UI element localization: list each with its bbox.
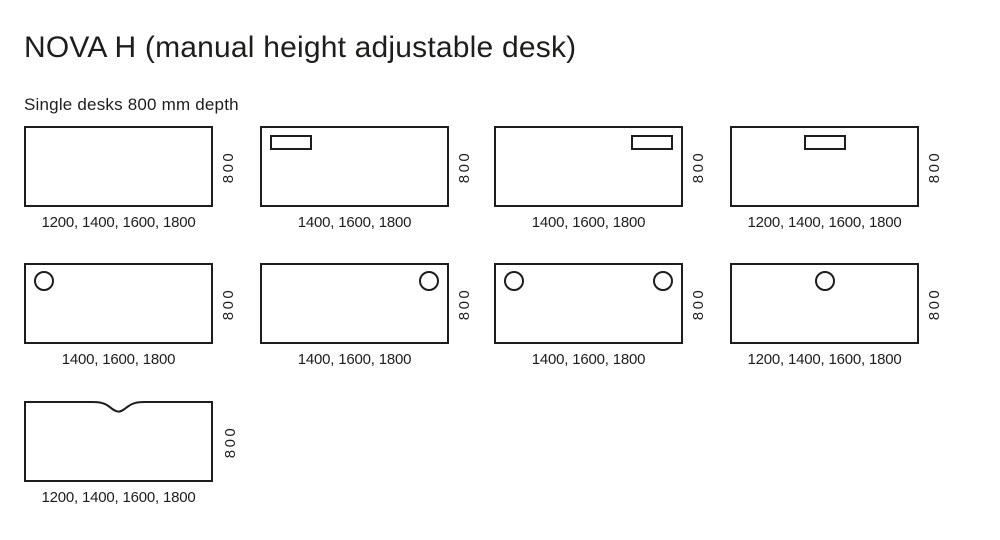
width-options-label: 1400, 1600, 1800 — [61, 351, 176, 368]
desk-variant: 800 1400, 1600, 1800 — [494, 126, 707, 231]
desk-top-view: 800 — [24, 263, 237, 344]
desk-variant: 800 1400, 1600, 1800 — [24, 263, 237, 368]
cable-tray-cutout — [631, 135, 673, 150]
desk-top-view: 800 — [24, 126, 237, 207]
cable-grommet — [419, 271, 439, 291]
depth-label: 800 — [222, 425, 240, 458]
width-options-label: 1200, 1400, 1600, 1800 — [747, 214, 902, 231]
width-options-label: 1400, 1600, 1800 — [531, 351, 646, 368]
desk-variant: 800 1400, 1600, 1800 — [260, 126, 473, 231]
desk-variant: 800 1400, 1600, 1800 — [494, 263, 707, 368]
depth-label: 800 — [220, 150, 238, 183]
desk-top-view: 800 — [494, 126, 707, 207]
desk-top-view: 800 — [730, 263, 943, 344]
desk-variant: 800 1200, 1400, 1600, 1800 — [730, 263, 943, 368]
cable-grommet — [814, 271, 835, 291]
width-options-label: 1200, 1400, 1600, 1800 — [41, 214, 196, 231]
depth-label: 800 — [220, 287, 238, 320]
width-options-label: 1400, 1600, 1800 — [531, 214, 646, 231]
desk-variant: 800 1200, 1400, 1600, 1800 — [24, 126, 237, 231]
width-options-label: 1200, 1400, 1600, 1800 — [747, 351, 902, 368]
depth-label: 800 — [926, 150, 944, 183]
page-title: NOVA H (manual height adjustable desk) — [24, 31, 577, 65]
depth-label: 800 — [926, 287, 944, 320]
depth-label: 800 — [690, 150, 708, 183]
depth-label: 800 — [456, 150, 474, 183]
desk-variant: 800 1200, 1400, 1600, 1800 — [730, 126, 943, 231]
desk-outline-path — [24, 401, 213, 482]
cable-tray-cutout — [803, 135, 846, 150]
desk-top-view: 800 — [494, 263, 707, 344]
width-options-label: 1400, 1600, 1800 — [297, 351, 412, 368]
cable-grommet — [504, 271, 524, 291]
section-subtitle: Single desks 800 mm depth — [24, 95, 239, 115]
desk-top-view: 800 — [730, 126, 943, 207]
desk-top-view: 800 — [260, 263, 473, 344]
depth-label: 800 — [690, 287, 708, 320]
cable-grommet — [34, 271, 54, 291]
desk-outline-with-notch — [24, 401, 213, 482]
desk-variant: 800 1400, 1600, 1800 — [260, 263, 473, 368]
depth-label: 800 — [456, 287, 474, 320]
cable-tray-cutout — [270, 135, 312, 150]
cable-grommet — [653, 271, 673, 291]
desk-top-view: 800 — [24, 401, 239, 482]
width-options-label: 1400, 1600, 1800 — [297, 214, 412, 231]
desk-variant: 800 1200, 1400, 1600, 1800 — [24, 401, 239, 506]
width-options-label: 1200, 1400, 1600, 1800 — [41, 489, 196, 506]
desk-top-view: 800 — [260, 126, 473, 207]
